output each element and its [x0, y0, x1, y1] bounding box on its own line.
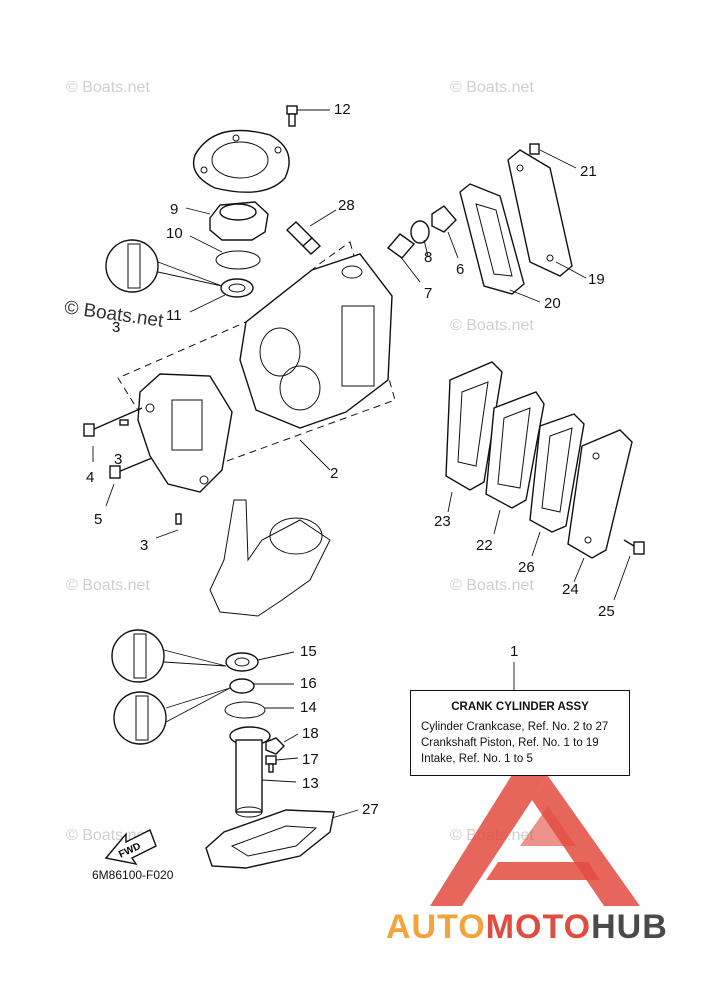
grease-callout-mid [111, 629, 227, 683]
ref-28: 28 [338, 197, 355, 214]
ref-4: 4 [86, 469, 94, 486]
drawing-code: 6M86100-F020 [92, 868, 174, 882]
ref-22: 22 [476, 537, 493, 554]
ref-8: 8 [424, 249, 432, 266]
part-14-o-ring [224, 701, 294, 719]
ref-9: 9 [170, 201, 178, 218]
ref-24: 24 [562, 581, 579, 598]
fwd-arrow-icon: FWD [104, 829, 157, 866]
part-28-spark-plug [285, 209, 337, 255]
part-26-gasket [529, 413, 585, 557]
part-16-seal [229, 678, 294, 694]
part-24-intake-cover [567, 429, 633, 583]
part-17-screw [265, 755, 299, 773]
ref-25: 25 [598, 603, 615, 620]
ref-1: 1 [510, 643, 518, 660]
part-6-cap [431, 205, 459, 259]
ref-10: 10 [166, 225, 183, 242]
ref-11: 11 [166, 307, 182, 324]
ref-6: 6 [456, 261, 464, 278]
part-4-bolt [83, 407, 143, 462]
ref-7: 7 [424, 285, 432, 302]
brand-part-moto: MOTO [485, 908, 592, 946]
ref-27: 27 [362, 801, 379, 818]
ref-26: 26 [518, 559, 535, 576]
part-21-bolt [529, 143, 577, 169]
ref-15: 15 [300, 643, 317, 660]
part-2-cylinder-block [239, 253, 393, 471]
part-11-seal [189, 278, 254, 313]
ref-18: 18 [302, 725, 319, 742]
part-12-bolt [286, 105, 330, 127]
part-18-nut [265, 733, 299, 755]
legend-line: Intake, Ref. No. 1 to 5 [421, 753, 533, 765]
ref-12: 12 [334, 101, 351, 118]
ref-3: 3 [112, 319, 120, 336]
assembly-legend: CRANK CYLINDER ASSY Cylinder Crankcase, … [410, 690, 630, 776]
part-9-seal-housing [185, 201, 269, 241]
ref-3: 3 [114, 451, 122, 468]
part-22-reed-valve [485, 391, 545, 535]
part-7-thermostat [386, 233, 421, 283]
ref-20: 20 [544, 295, 561, 312]
watermark: © Boats.net [66, 79, 150, 96]
watermark: © Boats.net [450, 577, 534, 594]
crankshaft-silhouette [209, 499, 331, 617]
legend-line: Cylinder Crankcase, Ref. No. 2 to 27 [421, 721, 609, 733]
part-13-water-tube [229, 726, 297, 818]
ref-16: 16 [300, 675, 317, 692]
ref-numbers: 1 2 3 3 3 4 5 6 7 8 9 10 11 12 13 14 15 … [86, 101, 615, 818]
part-8-gasket [410, 220, 430, 257]
ref-21: 21 [580, 163, 597, 180]
part-3-crankcase [137, 373, 233, 493]
ref-17: 17 [302, 751, 319, 768]
part-20-exhaust-gasket [459, 183, 541, 303]
crankcase-dashed-outline [117, 241, 396, 479]
part-27-gasket [205, 809, 359, 869]
ref-23: 23 [434, 513, 451, 530]
ref-3: 3 [140, 537, 148, 554]
watermark: © Boats.net [66, 577, 150, 594]
ref-19: 19 [588, 271, 605, 288]
grease-callout-low [113, 687, 231, 745]
part-3-dowel-pins [119, 419, 182, 539]
part-19-exhaust-cover [507, 149, 587, 279]
ref-5: 5 [94, 511, 102, 528]
legend-title: CRANK CYLINDER ASSY [451, 701, 589, 713]
cover-plate [192, 129, 290, 193]
part-15-seal [225, 651, 295, 672]
grease-callout-top [105, 239, 223, 293]
part-5-bolt [105, 457, 153, 507]
brand-wordmark: AUTOMOTOHUB [386, 908, 668, 947]
legend-line: Crankshaft Piston, Ref. No. 1 to 19 [421, 737, 599, 749]
ref-14: 14 [300, 699, 317, 716]
watermark: © Boats.net [450, 79, 534, 96]
part-23-gasket [445, 361, 503, 513]
watermark: © Boats.net [450, 317, 534, 334]
ref-13: 13 [302, 775, 319, 792]
brand-part-hub: HUB [591, 908, 668, 946]
ref-2: 2 [330, 465, 338, 482]
part-25-bolt [613, 539, 645, 601]
brand-logo-icon [430, 746, 640, 906]
part-10-o-ring [189, 235, 261, 270]
brand-part-auto: AUTO [386, 908, 486, 946]
